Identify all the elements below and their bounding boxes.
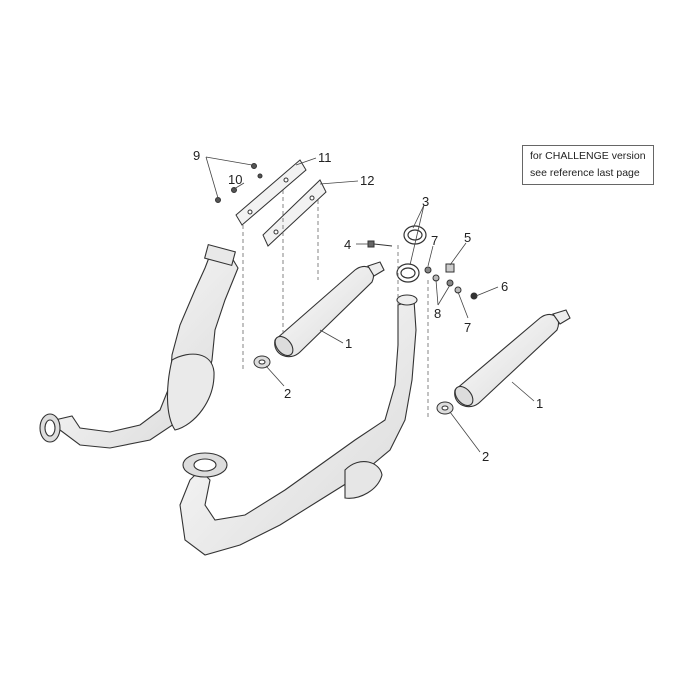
callout-12: 12 [360,173,374,188]
version-note-box: for CHALLENGE version see reference last… [522,145,654,185]
leader-lines [205,156,535,453]
left-muffler [274,261,385,358]
callout-labels: 9 10 11 12 3 4 7 5 6 8 7 1 2 1 2 [193,148,543,464]
callout-6: 6 [501,279,508,294]
callout-2-right: 2 [482,449,489,464]
callout-8: 8 [434,306,441,321]
callout-4: 4 [344,237,351,252]
callout-9: 9 [193,148,200,163]
note-line-1: for CHALLENGE version [530,150,646,162]
callout-10: 10 [228,172,242,187]
callout-7-top: 7 [431,233,438,248]
right-muffler [454,309,571,408]
nuts-washers [424,263,478,300]
callout-1-left: 1 [345,336,352,351]
bolt [367,240,393,248]
pipe-clamps [396,225,427,283]
rubber-washers [253,355,454,415]
alignment-lines [242,190,429,420]
callout-5: 5 [464,230,471,245]
callout-11: 11 [318,150,332,165]
callout-3: 3 [422,194,429,209]
heat-shield-plates [235,159,327,247]
callout-1-right: 1 [536,396,543,411]
callout-7-bottom: 7 [464,320,471,335]
left-exhaust-pipe [39,243,239,449]
callout-2-left: 2 [284,386,291,401]
right-exhaust-pipe [179,294,418,556]
note-line-2: see reference last page [530,167,640,179]
